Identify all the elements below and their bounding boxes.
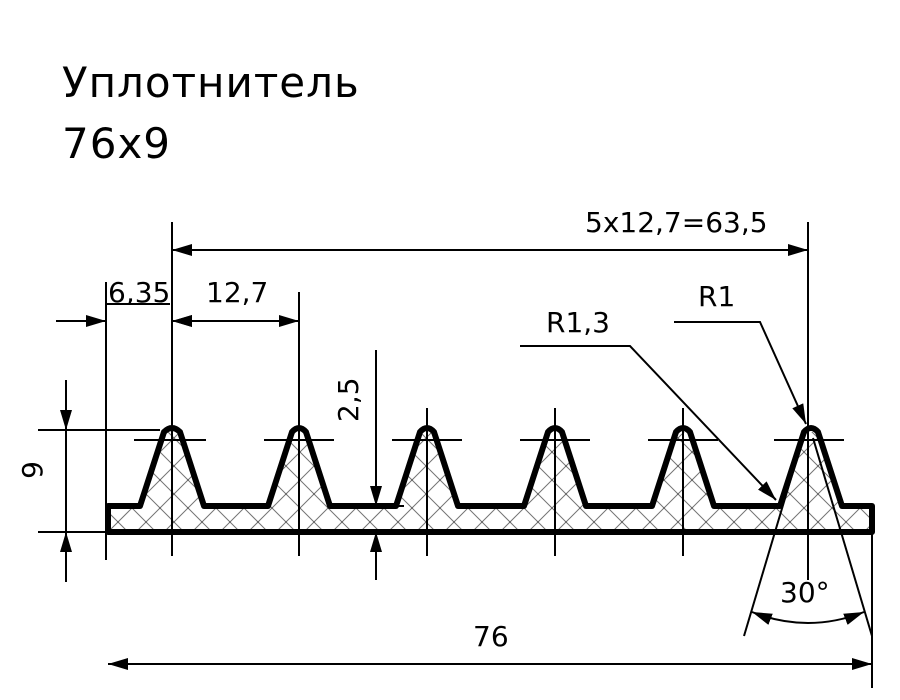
width-label: 76	[473, 620, 509, 653]
hatch-line	[331, 432, 493, 532]
hatch-line	[108, 432, 157, 532]
hatch-line	[0, 400, 16, 560]
hatch-line	[108, 432, 157, 532]
hatch-line	[723, 432, 872, 532]
hatch-line	[835, 432, 872, 532]
hatch-line	[892, 400, 900, 560]
drawing-subtitle: 76x9	[62, 119, 172, 168]
hatch-line	[108, 432, 269, 532]
hatch-line	[0, 400, 72, 560]
hatch-line	[0, 400, 100, 560]
hatch-line	[863, 432, 872, 532]
hatch-line	[191, 432, 353, 532]
hatch-line	[471, 432, 633, 532]
hatch-line	[807, 432, 872, 532]
hatch-line	[0, 400, 44, 560]
valley-radius-label: R1,3	[546, 306, 610, 339]
hatch-line	[779, 432, 872, 532]
angle-leg-left	[743, 437, 804, 637]
drawing-title: Уплотнитель	[62, 58, 360, 107]
hatch-line	[892, 400, 900, 560]
hatch-line	[0, 400, 16, 560]
valley-radius-leader	[520, 345, 777, 501]
hatch-line	[0, 400, 100, 560]
hatch-line	[247, 432, 409, 532]
angle-arc	[751, 611, 865, 625]
hatch-line	[779, 432, 872, 532]
base-thickness-label: 2,5	[332, 377, 365, 422]
pitch-label: 12,7	[206, 276, 268, 309]
hatch-line	[863, 432, 872, 532]
hatch-line	[191, 432, 353, 532]
tip-radius-leader	[674, 321, 807, 425]
hatch-line	[0, 400, 44, 560]
hatch-line	[835, 432, 872, 532]
hatch-line	[583, 432, 745, 532]
hatch-line	[247, 432, 409, 532]
angle-leg-right	[812, 437, 873, 637]
tooth-centerlines	[171, 222, 809, 580]
seal-profile-outline	[105, 425, 875, 535]
pitch-total-label: 5x12,7=63,5	[585, 206, 768, 239]
hatch-line	[807, 432, 872, 532]
hatch-line	[0, 400, 72, 560]
edge-offset-label: 6,35	[108, 276, 170, 309]
hatch-line	[108, 432, 241, 532]
hatch-line	[108, 432, 129, 532]
height-label: 9	[16, 461, 49, 479]
tip-radius-label: R1	[698, 280, 735, 313]
hatch-line	[611, 432, 773, 532]
hatch-line	[359, 432, 521, 532]
hatch-line	[108, 432, 129, 532]
angle-label: 30°	[780, 576, 830, 609]
